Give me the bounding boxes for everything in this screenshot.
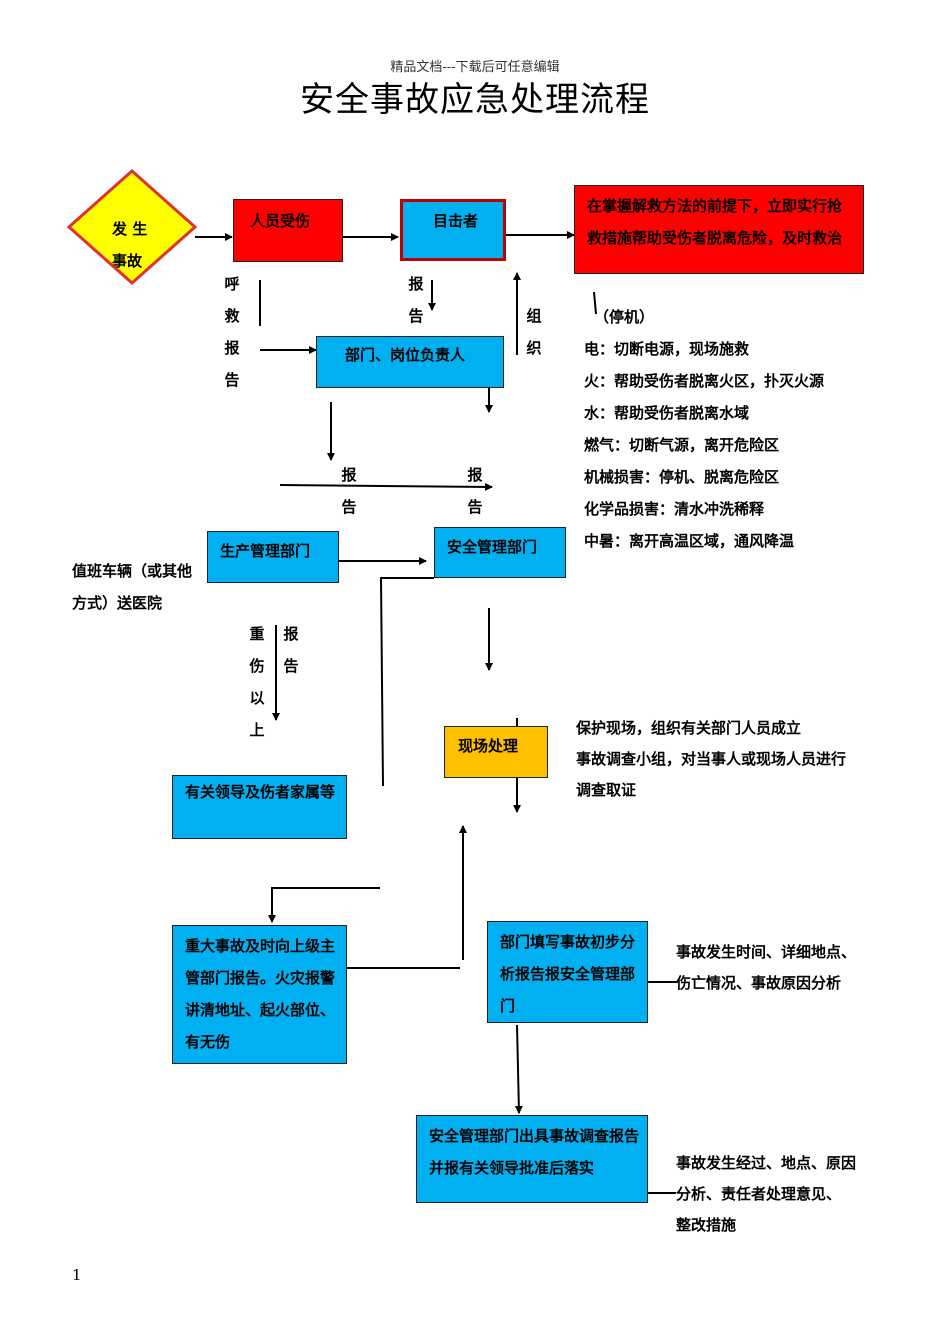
report-label-c: 报告 xyxy=(467,466,483,516)
witness-box: 目击者 xyxy=(400,199,506,261)
rescue-box: 在掌握解救方法的前提下，立即实行抢救措施帮助受伤者脱离危险，及时救治 xyxy=(574,185,864,274)
leaders-label: 有关领导及伤者家属等 xyxy=(185,783,336,801)
line-rescue-tick xyxy=(593,291,597,315)
onsite-label: 现场处理 xyxy=(458,737,519,755)
major-report-label: 重大事故及时向上级主管部门报告。火灾报警讲清地址、起火部位、有无伤 xyxy=(185,937,336,1051)
rescue-label: 在掌握解救方法的前提下，立即实行抢救措施帮助受伤者脱离危险，及时救治 xyxy=(587,197,843,247)
report-label-b: 报告 xyxy=(341,466,357,516)
page-number: 1 xyxy=(72,1266,82,1284)
measure-item-5: 机械损害：停机、脱离危险区 xyxy=(584,468,780,486)
arrow-prelim-final xyxy=(514,1024,523,1114)
major-report-box: 重大事故及时向上级主管部门报告。火灾报警讲清地址、起火部位、有无伤 xyxy=(172,925,347,1064)
page-header: 精品文档---下载后可任意编辑 xyxy=(390,60,560,75)
injured-label: 人员受伤 xyxy=(250,212,311,230)
organize-label: 组织 xyxy=(526,307,542,357)
leaders-box: 有关领导及伤者家属等 xyxy=(172,775,347,839)
dept-head-label: 部门、岗位负责人 xyxy=(345,346,466,364)
call-report-label: 呼救报告 xyxy=(224,275,240,389)
onsite-note: 保护现场，组织有关部门人员成立 事故调查小组，对当事人或现场人员进行 调查取证 xyxy=(576,719,847,799)
measure-item-3: 水：帮助受伤者脱离水域 xyxy=(584,404,750,422)
report-label-d: 报告 xyxy=(283,625,299,675)
prelim-report-box: 部门填写事故初步分析报告报安全管理部门 xyxy=(487,921,648,1023)
prelim-report-label: 部门填写事故初步分析报告报安全管理部门 xyxy=(500,933,636,1015)
final-report-label: 安全管理部门出具事故调查报告并报有关领导批准后落实 xyxy=(429,1127,640,1177)
production-label: 生产管理部门 xyxy=(220,542,311,560)
safety-box: 安全管理部门 xyxy=(434,527,566,578)
measure-item-6: 化学品损害：清水冲洗稀释 xyxy=(584,500,765,518)
injured-box: 人员受伤 xyxy=(233,199,343,262)
shuttle-hospital-label: 值班车辆（或其他方式）送医院 xyxy=(72,562,193,612)
report-label-a: 报告 xyxy=(408,275,424,325)
prelim-note: 事故发生时间、详细地点、 伤亡情况、事故原因分析 xyxy=(676,943,857,992)
occur-label-line1: 发 生 xyxy=(112,220,148,238)
measure-item-0: （停机） xyxy=(594,308,655,326)
measure-item-4: 燃气：切断气源，离开危险区 xyxy=(584,436,780,454)
occur-label-line2: 事故 xyxy=(112,252,143,270)
measure-item-1: 电：切断电源，现场施救 xyxy=(584,340,750,358)
serious-injury-label: 重伤以上 xyxy=(249,625,265,739)
diamond-occur-shape xyxy=(66,168,198,286)
arrow-report-line xyxy=(279,482,493,491)
production-box: 生产管理部门 xyxy=(207,531,339,583)
arrow-to-major xyxy=(268,887,380,923)
line-leaders-to-safety xyxy=(379,577,434,787)
witness-label: 目击者 xyxy=(433,212,479,230)
dept-head-box: 部门、岗位负责人 xyxy=(316,336,504,388)
safety-label: 安全管理部门 xyxy=(447,538,538,556)
measure-item-7: 中暑：离开高温区域，通风降温 xyxy=(584,532,795,550)
page-title: 安全事故应急处理流程 xyxy=(300,80,650,120)
measure-item-2: 火：帮助受伤者脱离火区，扑灭火源 xyxy=(584,372,825,390)
onsite-box: 现场处理 xyxy=(444,726,548,778)
final-report-box: 安全管理部门出具事故调查报告并报有关领导批准后落实 xyxy=(416,1115,648,1203)
final-note: 事故发生经过、地点、原因 分析、责任者处理意见、 整改措施 xyxy=(676,1154,857,1234)
